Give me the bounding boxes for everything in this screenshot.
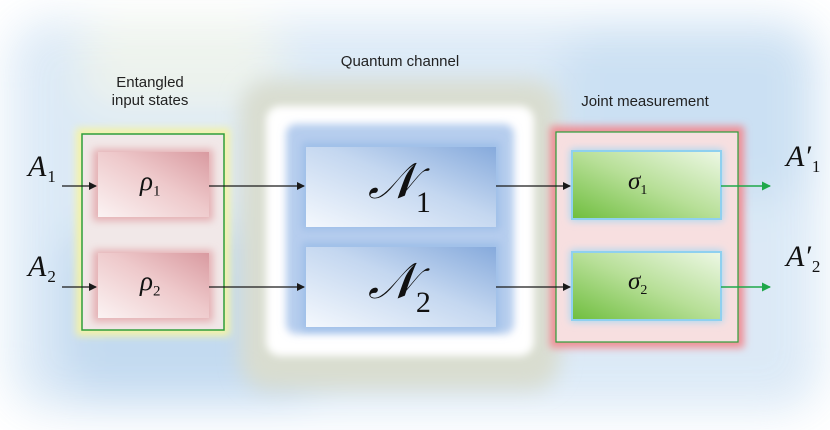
measurement-box-2 <box>570 250 723 322</box>
measurement-label: Joint measurement <box>581 93 709 110</box>
channel-label: Quantum channel <box>340 53 460 70</box>
output-port-1-letter: A′ <box>786 140 811 173</box>
measurement-symbol-2: σ <box>628 268 641 295</box>
input-port-1-letter: A <box>28 150 47 183</box>
measurement-box-1 <box>570 149 723 221</box>
state-label-2: ρ2 <box>140 266 160 300</box>
channel-symbol-2: 𝒩 <box>368 253 416 309</box>
measurement-index-2: 2 <box>640 282 648 298</box>
input-port-2-letter: A <box>28 250 47 283</box>
output-port-2: A′2 <box>786 240 820 277</box>
entangled-label: Entangled input states <box>90 74 210 110</box>
state-box-2 <box>93 250 213 322</box>
channel-box-1 <box>302 142 500 230</box>
channel-box-2 <box>302 242 500 330</box>
input-port-2: A2 <box>28 250 56 287</box>
state-index-1: 1 <box>152 183 161 200</box>
output-port-1: A′1 <box>786 140 820 177</box>
state-box-1 <box>93 149 213 221</box>
channel-symbol-1: 𝒩 <box>368 153 416 209</box>
measurement-index-1: 1 <box>640 182 648 198</box>
channel-label-1: 𝒩1 <box>368 152 431 220</box>
input-port-1: A1 <box>28 150 56 187</box>
entangled-label-line1: Entangled <box>116 74 184 91</box>
entangled-label-line2: input states <box>111 92 189 109</box>
state-index-2: 2 <box>152 283 161 300</box>
channel-index-2: 2 <box>415 286 431 319</box>
state-symbol-1: ρ <box>140 166 153 196</box>
channel-frame <box>240 80 560 390</box>
measurement-label-2: σ2 <box>628 268 647 299</box>
measurement-symbol-1: σ <box>628 168 641 195</box>
channel-index-1: 1 <box>415 186 431 219</box>
output-port-2-letter: A′ <box>786 240 811 273</box>
output-port-1-index: 1 <box>811 157 821 176</box>
input-port-2-index: 2 <box>47 267 56 286</box>
channel-label-2: 𝒩2 <box>368 252 431 320</box>
measurement-label-1: σ1 <box>628 168 647 199</box>
state-symbol-2: ρ <box>140 266 153 296</box>
state-label-1: ρ1 <box>140 166 160 200</box>
input-port-1-index: 1 <box>47 167 56 186</box>
output-port-2-index: 2 <box>811 257 821 276</box>
